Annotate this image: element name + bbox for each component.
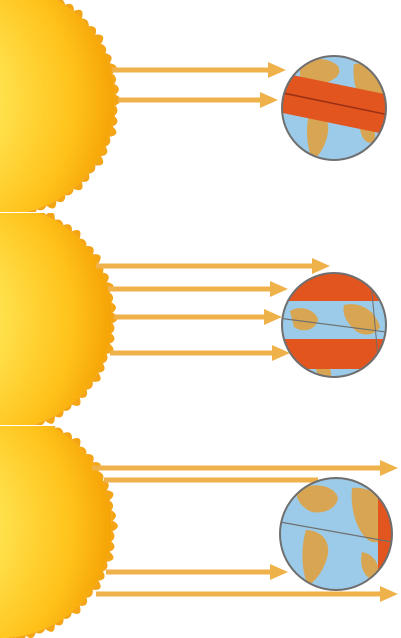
sunlight-ray-icon bbox=[96, 258, 330, 274]
sunlight-ray-icon bbox=[118, 92, 278, 108]
globe-icon bbox=[280, 478, 392, 592]
sunlight-ray-icon bbox=[114, 309, 282, 325]
sunlight-ray-icon bbox=[112, 62, 286, 78]
sun-icon bbox=[0, 213, 118, 425]
sun-icon bbox=[0, 426, 118, 638]
panel-2 bbox=[0, 213, 401, 425]
sunlight-rays bbox=[112, 62, 286, 108]
sun-spike bbox=[112, 520, 118, 531]
globe-icon bbox=[278, 56, 394, 160]
sunlight-ray-icon bbox=[106, 564, 288, 580]
sun-icon bbox=[0, 0, 121, 212]
sunlight-ray-icon bbox=[108, 281, 288, 297]
panel-1 bbox=[0, 0, 401, 212]
panel-3 bbox=[0, 426, 401, 638]
sunlight-ray-icon bbox=[110, 345, 290, 361]
sunlight-ray-icon bbox=[92, 460, 398, 476]
globe-icon bbox=[278, 271, 394, 379]
panel-3-svg bbox=[0, 426, 401, 638]
panel-2-svg bbox=[0, 213, 401, 425]
panel-1-svg bbox=[0, 0, 401, 212]
